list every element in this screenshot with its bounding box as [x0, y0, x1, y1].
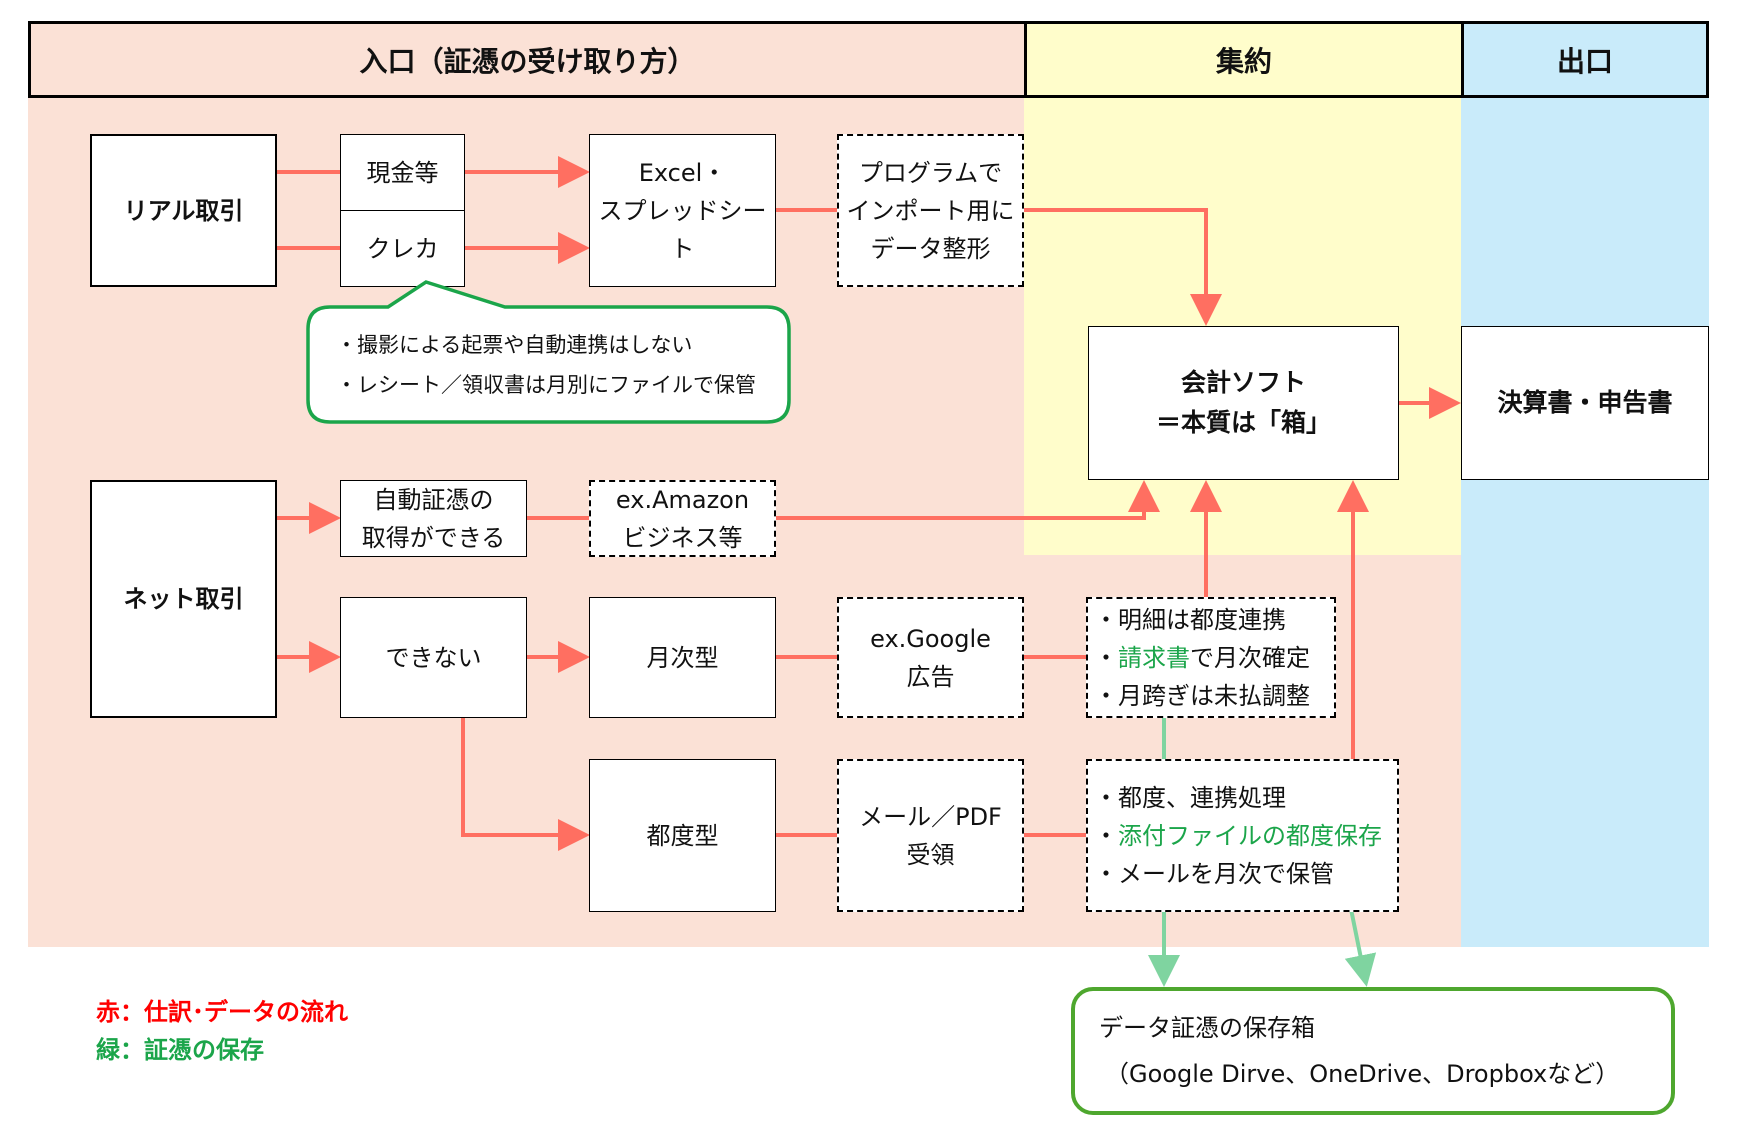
each-note-3: ・メールを月次で保管 — [1094, 855, 1334, 893]
bullet: ・ — [1094, 605, 1118, 634]
each-notes-box: ・都度、連携処理 ・添付ファイルの都度保存 ・メールを月次で保管 — [1086, 759, 1399, 912]
accounting-software-line-2: ＝本質は「箱」 — [1155, 408, 1331, 437]
net-transaction-label: ネット取引 — [123, 585, 244, 613]
bullet: ・ — [1094, 821, 1118, 850]
financial-statements-box: 決算書・申告書 — [1461, 326, 1709, 480]
header-aggregation: 集約 — [1024, 21, 1464, 98]
bullet: ・ — [1094, 859, 1118, 888]
program-box: プログラムで インポート用に データ整形 — [837, 134, 1024, 287]
monthly-note-text: 月跨ぎは未払調整 — [1118, 681, 1310, 710]
cash-box: 現金等 — [340, 134, 465, 212]
accounting-software-line-1: 会計ソフト — [1180, 368, 1306, 397]
cannot-box: できない — [340, 597, 527, 718]
header-entrance: 入口（証憑の受け取り方） — [28, 21, 1027, 98]
each-note-text: 都度、連携処理 — [1118, 783, 1286, 812]
excel-line-1: Excel・ — [638, 158, 727, 187]
monthly-type-box: 月次型 — [589, 597, 776, 718]
each-note-2: ・添付ファイルの都度保存 — [1094, 817, 1382, 855]
callout-notes: ・撮影による起票や自動連携はしない ・レシート／領収書は月別にファイルで保管 — [308, 325, 789, 415]
accounting-software-box: 会計ソフト ＝本質は「箱」 — [1088, 326, 1399, 480]
callout-line-1: ・撮影による起票や自動連携はしない — [336, 333, 693, 357]
auto-evidence-box: 自動証憑の 取得ができる — [340, 480, 527, 557]
program-line-2: インポート用に — [846, 196, 1015, 225]
storage-title: データ証憑の保存箱 — [1099, 1014, 1315, 1042]
header-exit: 出口 — [1461, 21, 1709, 98]
aggregation-zone — [1024, 95, 1461, 555]
storage-examples: （Google Dirve、OneDrive、Dropboxなど） — [1105, 1060, 1620, 1088]
invoice-highlight: 請求書 — [1118, 643, 1190, 672]
amazon-box: ex.Amazon ビジネス等 — [589, 480, 776, 557]
attachment-save-highlight: 添付ファイルの都度保存 — [1118, 821, 1382, 850]
credit-card-label: クレカ — [366, 234, 439, 263]
mail-pdf-line-1: メール／PDF — [859, 802, 1002, 831]
google-ads-line-2: 広告 — [906, 662, 955, 691]
excel-line-2: スプレッドシート — [598, 196, 767, 263]
monthly-type-label: 月次型 — [646, 643, 719, 672]
each-note-1: ・都度、連携処理 — [1094, 779, 1286, 817]
mail-pdf-line-2: 受領 — [906, 840, 955, 869]
legend-red: 赤：仕訳･データの流れ — [96, 998, 348, 1026]
financial-statements-label: 決算書・申告書 — [1497, 388, 1673, 417]
monthly-note-text: で月次確定 — [1190, 643, 1310, 672]
monthly-note-1: ・明細は都度連携 — [1094, 601, 1286, 639]
monthly-notes-box: ・明細は都度連携 ・請求書で月次確定 ・月跨ぎは未払調整 — [1086, 597, 1336, 718]
google-ads-box: ex.Google 広告 — [837, 597, 1024, 718]
auto-evidence-line-2: 取得ができる — [361, 523, 506, 552]
callout-line-2: ・レシート／領収書は月別にファイルで保管 — [336, 373, 756, 397]
monthly-note-text: 明細は都度連携 — [1118, 605, 1286, 634]
program-line-1: プログラムで — [858, 158, 1003, 187]
real-transaction-box: リアル取引 — [90, 134, 277, 287]
bullet: ・ — [1094, 681, 1118, 710]
cannot-label: できない — [385, 643, 482, 672]
credit-card-box: クレカ — [340, 210, 465, 287]
amazon-line-1: ex.Amazon — [615, 485, 750, 514]
program-line-3: データ整形 — [870, 234, 991, 263]
google-ads-line-1: ex.Google — [870, 624, 991, 653]
bullet: ・ — [1094, 783, 1118, 812]
monthly-note-2: ・請求書で月次確定 — [1094, 639, 1310, 677]
amazon-line-2: ビジネス等 — [622, 523, 743, 552]
each-note-text: メールを月次で保管 — [1118, 859, 1334, 888]
real-transaction-label: リアル取引 — [123, 196, 244, 225]
each-type-label: 都度型 — [646, 821, 719, 850]
each-type-box: 都度型 — [589, 759, 776, 912]
bullet: ・ — [1094, 643, 1118, 672]
mail-pdf-box: メール／PDF 受領 — [837, 759, 1024, 912]
exit-zone — [1461, 95, 1709, 947]
excel-box: Excel・ スプレッドシート — [589, 134, 776, 287]
legend-green: 緑：証憑の保存 — [96, 1036, 264, 1064]
cash-label: 現金等 — [366, 159, 439, 187]
evidence-storage-box: データ証憑の保存箱 （Google Dirve、OneDrive、Dropbox… — [1071, 987, 1675, 1115]
net-transaction-box: ネット取引 — [90, 480, 277, 718]
auto-evidence-line-1: 自動証憑の — [373, 485, 494, 514]
monthly-note-3: ・月跨ぎは未払調整 — [1094, 677, 1310, 715]
